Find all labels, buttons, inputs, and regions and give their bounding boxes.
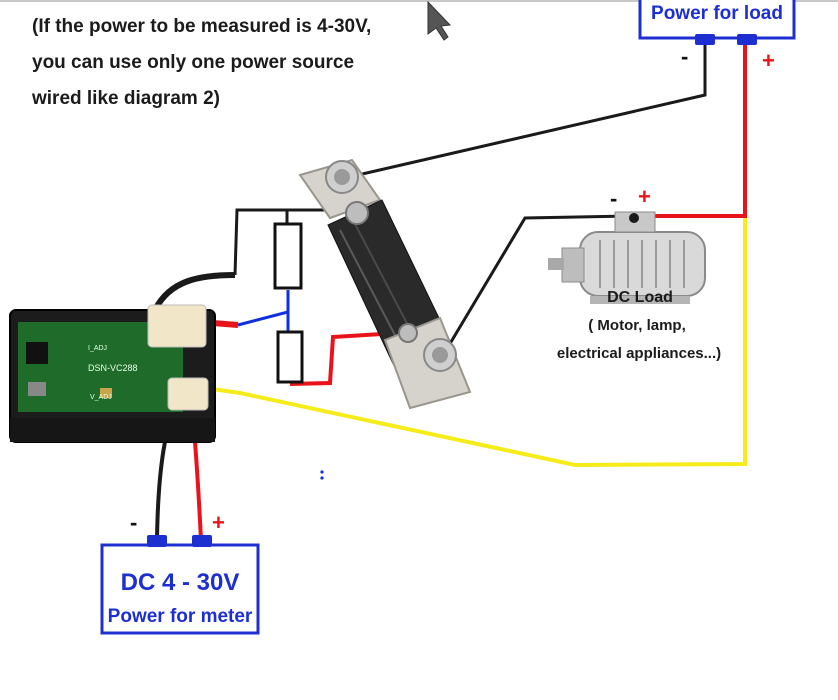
- meter-connector-top: [147, 304, 207, 348]
- dc-load-terminal: [629, 213, 639, 223]
- dc-load-desc-1: ( Motor, lamp,: [588, 317, 686, 334]
- load-terminal-minus: [695, 34, 715, 45]
- dc-load-plus-sign: +: [638, 184, 651, 209]
- meter-plus-sign: +: [212, 510, 225, 535]
- meter-connector-bottom: [167, 377, 209, 411]
- wire-black-shunt-load: [443, 214, 631, 353]
- meter-power-label: Power for meter: [108, 606, 253, 627]
- note-line-1: (If the power to be measured is 4-30V,: [32, 16, 371, 37]
- dc-load-motor: - + DC Load ( Motor, lamp, electrical ap…: [548, 184, 721, 362]
- meter-minus-sign: -: [130, 510, 137, 535]
- shunt: [298, 158, 472, 410]
- shunt-screw-top: [345, 201, 369, 225]
- wire-red-shunt: [289, 331, 399, 386]
- note-line-3: wired like diagram 2): [31, 88, 220, 109]
- wire-blue: [237, 290, 290, 327]
- meter-terminal-plus: [192, 535, 212, 547]
- meter-adj-v-label: V_ADJ: [90, 394, 112, 401]
- dc-load-minus-sign: -: [610, 186, 617, 211]
- resistor-lower: [276, 330, 304, 384]
- resistor-upper: [273, 222, 303, 290]
- dot-marker: [320, 470, 324, 474]
- meter-adj-i-label: I_ADJ: [88, 345, 107, 352]
- meter-chip: [26, 342, 48, 364]
- load-plus-sign: +: [762, 48, 775, 73]
- wire-black-load-top: [344, 40, 707, 180]
- shunt-screw-bottom: [398, 323, 418, 343]
- meter-power-voltage: DC 4 - 30V: [121, 569, 240, 596]
- note-line-2: you can use only one power source: [32, 52, 354, 73]
- power-for-meter-box: - + DC 4 - 30V Power for meter: [100, 510, 260, 635]
- meter-terminal-minus: [147, 535, 167, 547]
- dot-marker: [320, 476, 324, 480]
- dc-load-desc-2: electrical appliances...): [557, 345, 721, 362]
- load-terminal-plus: [737, 34, 757, 45]
- meter-module: DSN-VC288 I_ADJ V_ADJ: [9, 304, 216, 443]
- dc-load-title: DC Load: [607, 289, 673, 306]
- mouse-cursor-icon: [427, 0, 452, 41]
- power-for-load-box: Power for load - +: [638, 0, 796, 73]
- power-for-load-label: Power for load: [651, 3, 783, 24]
- meter-model-label: DSN-VC288: [88, 363, 138, 373]
- wire-red-load: [640, 38, 747, 218]
- wire-meter-black-thick: [152, 272, 236, 312]
- wire-yellow: [204, 215, 747, 468]
- load-minus-sign: -: [681, 44, 688, 69]
- wire-black-resistor-top: [233, 208, 355, 276]
